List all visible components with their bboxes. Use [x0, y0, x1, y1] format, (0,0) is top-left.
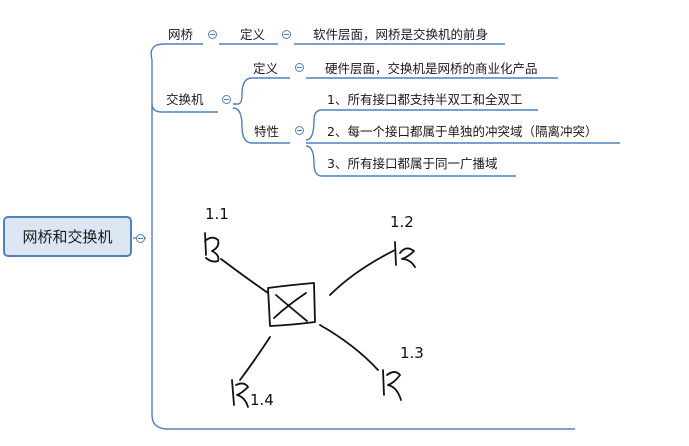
root-label: 网桥和交换机	[22, 228, 113, 246]
node-switch-features[interactable]: 特性	[254, 124, 280, 139]
node-switch[interactable]: 交换机	[166, 92, 204, 107]
collapse-switch-icon[interactable]	[222, 95, 231, 104]
node-switch-definition-text[interactable]: 硬件层面，交换机是网桥的商业化产品	[325, 61, 538, 76]
collapse-root-icon[interactable]	[136, 234, 145, 243]
node-bridge[interactable]: 网桥	[168, 27, 194, 42]
sketch-host-3	[382, 369, 402, 401]
feature-item[interactable]: 3、所有接口都属于同一广播域	[327, 156, 498, 171]
sketch-link-2	[329, 249, 396, 296]
collapse-switch-features-icon[interactable]	[295, 126, 304, 135]
node-bridge-definition-text[interactable]: 软件层面，网桥是交换机的前身	[313, 27, 489, 42]
root-node[interactable]: 网桥和交换机	[3, 216, 132, 257]
node-bridge-definition[interactable]: 定义	[240, 27, 266, 42]
sketch-host-2	[394, 241, 416, 268]
sketch-link-4	[239, 336, 271, 381]
sketch-host-1	[204, 232, 220, 263]
collapse-switch-definition-icon[interactable]	[295, 63, 304, 72]
collapse-bridge-icon[interactable]	[208, 30, 217, 39]
sketch-label: 1.3	[400, 344, 424, 362]
sketch-host-4	[231, 379, 249, 408]
sketch-label: 1.4	[250, 391, 274, 409]
sketch-label: 1.1	[205, 205, 229, 223]
node-switch-definition[interactable]: 定义	[253, 61, 279, 76]
sketch-switch-box	[267, 282, 316, 327]
feature-item[interactable]: 1、所有接口都支持半双工和全双工	[327, 92, 523, 107]
handwritten-switch-sketch: 1.1 1.2 1.3 1.4	[204, 205, 424, 409]
sketch-switch-cross-2	[273, 292, 307, 319]
sketch-label: 1.2	[390, 213, 414, 231]
sketch-switch-cross-1	[275, 294, 308, 322]
feature-item[interactable]: 2、每一个接口都属于单独的冲突域（隔离冲突）	[327, 124, 598, 139]
sketch-link-3	[319, 324, 379, 371]
collapse-bridge-definition-icon[interactable]	[282, 30, 291, 39]
sketch-link-1	[220, 258, 269, 294]
